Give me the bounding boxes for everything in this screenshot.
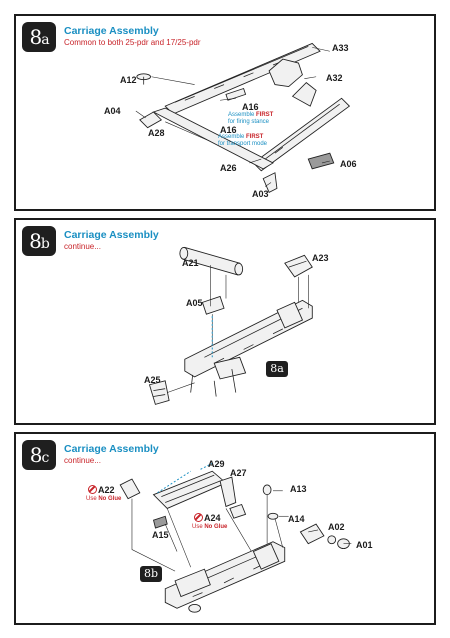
no-glue-note: Use No Glue	[192, 524, 228, 530]
step-subtitle: continue...	[64, 456, 101, 465]
part-label: A05	[186, 298, 203, 308]
part-label: A29	[208, 459, 225, 469]
step-subtitle: Common to both 25-pdr and 17/25-pdr	[64, 38, 201, 47]
part-label: A14	[288, 514, 305, 524]
part-label: A26	[220, 163, 237, 173]
no-glue-icon	[194, 513, 203, 522]
part-label: A01	[356, 540, 373, 550]
step-badge: 8b	[22, 226, 56, 256]
part-label: A28	[148, 128, 165, 138]
part-label: A16	[242, 102, 259, 112]
step-badge: 8c	[22, 440, 56, 470]
assembly-drawing-8b	[148, 246, 313, 405]
part-label-no-glue: A24	[194, 513, 221, 523]
step-title: Carriage Assembly	[64, 25, 159, 37]
part-label: A06	[340, 159, 357, 169]
part-label: A12	[120, 75, 137, 85]
part-label: A04	[104, 106, 121, 116]
step-reference-badge: 8a	[266, 361, 288, 377]
step-8a-panel: 8a Carriage Assembly Common to both 25-p…	[14, 14, 436, 211]
part-label: A32	[326, 73, 343, 83]
step-subtitle: continue...	[64, 242, 101, 251]
step-badge: 8a	[22, 22, 56, 52]
part-label: A25	[144, 375, 161, 385]
part-label: A03	[252, 189, 269, 199]
part-label: A15	[152, 530, 169, 540]
part-label: A27	[230, 468, 247, 478]
assembly-drawing-8c	[119, 462, 352, 613]
step-8c-panel: 8c Carriage Assembly continue...	[14, 432, 436, 625]
step-title: Carriage Assembly	[64, 229, 159, 241]
part-label: A16	[220, 125, 237, 135]
part-label-no-glue: A22	[88, 485, 115, 495]
no-glue-icon	[88, 485, 97, 494]
part-label: A02	[328, 522, 345, 532]
part-label: A13	[290, 484, 307, 494]
part-label: A23	[312, 253, 329, 263]
part-label: A33	[332, 43, 349, 53]
assembly-drawing-8a	[135, 42, 351, 193]
step-title: Carriage Assembly	[64, 443, 159, 455]
no-glue-note: Use No Glue	[86, 496, 122, 502]
part-label: A21	[182, 258, 199, 268]
step-reference-badge: 8b	[140, 566, 162, 582]
step-8b-panel: 8b Carriage Assembly continue... A21 A23…	[14, 218, 436, 425]
